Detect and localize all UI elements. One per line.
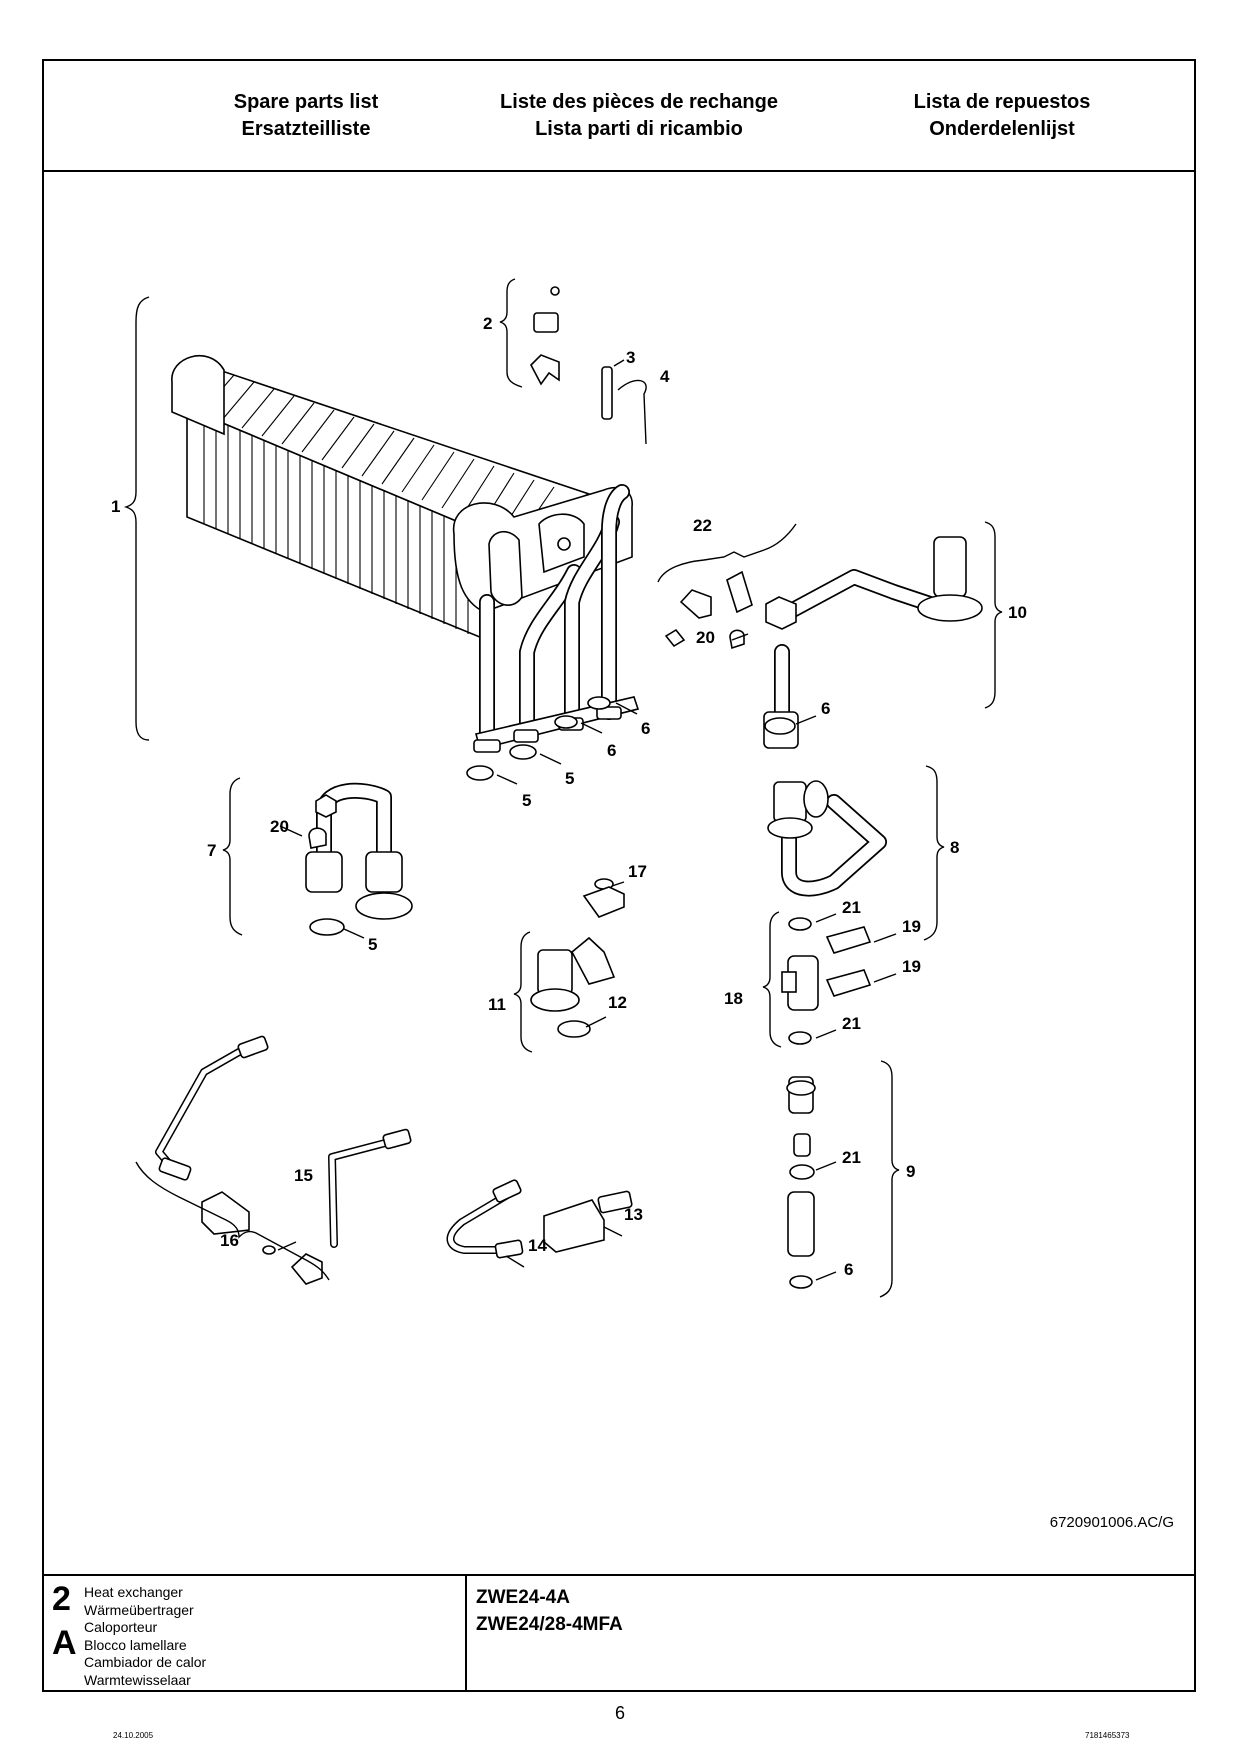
callout-20-b: 20	[270, 817, 289, 836]
callout-21-b: 21	[842, 1014, 861, 1033]
part-18-coupling	[781, 917, 872, 1045]
section-number: 2	[52, 1580, 71, 1618]
part-4-spring-clip	[617, 379, 647, 445]
callout-11: 11	[488, 995, 506, 1014]
part-10-pipe	[763, 536, 983, 749]
title-spare-parts-list: Spare parts list	[233, 91, 379, 113]
section-cell: 2 A Heat exchanger Wärmeübertrager Calop…	[44, 1576, 467, 1690]
callout-7: 7	[207, 841, 216, 860]
callout-14: 14	[528, 1236, 547, 1255]
name-es: Cambiador de calor	[84, 1654, 207, 1670]
callout-5-a: 5	[565, 769, 574, 788]
header-col-fr-it: Liste des pièces de rechange Lista parti…	[459, 89, 819, 143]
callout-6-a: 6	[821, 699, 830, 718]
leader-lines	[277, 359, 897, 1281]
part-3-temperature-sensor	[601, 366, 613, 420]
part-names: Heat exchanger Wärmeübertrager Caloporte…	[84, 1584, 206, 1689]
header-col-en-de: Spare parts list Ersatzteilliste	[126, 89, 486, 143]
callout-9: 9	[906, 1162, 915, 1181]
page-number: 6	[614, 1703, 625, 1723]
model-2: ZWE24/28-4MFA	[476, 1614, 623, 1635]
callout-12: 12	[608, 993, 627, 1012]
callout-13: 13	[624, 1205, 643, 1224]
parts-illustration: 1 2 3 4 22 10 20 6 6 6 5 5 20 7 8 5 17 2…	[111, 278, 1027, 1298]
exploded-view-drawing: 1 2 3 4 22 10 20 6 6 6 5 5 20 7 8 5 17 2…	[44, 172, 1194, 1567]
part-2-sensor-assembly	[530, 286, 560, 386]
callout-19-a: 19	[902, 917, 921, 936]
part-9-fittings-stack	[786, 1076, 816, 1289]
part-22-fitting	[664, 570, 753, 648]
title-liste-pieces: Liste des pièces de rechange	[500, 91, 778, 113]
section-letter: A	[52, 1624, 77, 1662]
drawing-reference: 6720901006.AC/G	[1049, 1514, 1174, 1531]
part-16-gas-pipe	[155, 1035, 412, 1285]
callout-5-c: 5	[368, 935, 377, 954]
part-7-u-pipe	[305, 782, 413, 936]
part-20-plug	[729, 629, 745, 650]
print-date: 24.10.2005	[113, 1731, 154, 1740]
seal-rings	[466, 696, 796, 781]
callout-6-c: 6	[607, 741, 616, 760]
header: Spare parts list Ersatzteilliste Liste d…	[44, 61, 1194, 172]
grouping-braces	[123, 278, 1003, 1298]
callout-4: 4	[660, 367, 670, 386]
title-onderdelenlijst: Onderdelenlijst	[929, 118, 1075, 140]
heat-exchanger-illustration	[171, 354, 633, 644]
callout-22: 22	[693, 516, 712, 535]
part-8-pipe-loop	[767, 780, 887, 897]
page-frame: Spare parts list Ersatzteilliste Liste d…	[42, 59, 1196, 1692]
header-col-es-nl: Lista de repuestos Onderdelenlijst	[822, 89, 1182, 143]
part-11-valve-fitting	[530, 878, 625, 1038]
callout-6-d: 6	[844, 1260, 853, 1279]
title-lista-repuestos: Lista de repuestos	[913, 91, 1091, 113]
callout-16: 16	[220, 1231, 239, 1250]
callout-3: 3	[626, 348, 635, 367]
callout-19-b: 19	[902, 957, 921, 976]
callout-21-c: 21	[842, 1148, 861, 1167]
name-fr: Caloporteur	[84, 1619, 158, 1635]
callout-17: 17	[628, 862, 647, 881]
callout-18: 18	[724, 989, 743, 1008]
callout-20-a: 20	[696, 628, 715, 647]
callout-8: 8	[950, 838, 959, 857]
model-1: ZWE24-4A	[476, 1587, 570, 1608]
title-lista-parti: Lista parti di ricambio	[535, 118, 743, 140]
callout-2: 2	[483, 314, 492, 333]
name-it: Blocco lamellare	[84, 1636, 187, 1653]
name-de: Wärmeübertrager	[84, 1601, 194, 1618]
title-ersatzteilliste: Ersatzteilliste	[241, 118, 371, 140]
callout-5-b: 5	[522, 791, 531, 810]
callout-1: 1	[111, 497, 120, 516]
footer-table: 2 A Heat exchanger Wärmeübertrager Calop…	[44, 1574, 1194, 1690]
model-list: ZWE24-4A ZWE24/28-4MFA	[476, 1584, 623, 1638]
name-nl: Warmtewisselaar	[84, 1671, 191, 1688]
callout-21-a: 21	[842, 898, 861, 917]
document-code: 7181465373	[1085, 1731, 1130, 1740]
callout-15: 15	[294, 1166, 313, 1185]
callout-10: 10	[1008, 603, 1027, 622]
part-13-14-valve-pipe	[446, 1179, 633, 1259]
name-en: Heat exchanger	[84, 1584, 183, 1600]
callout-labels: 1 2 3 4 22 10 20 6 6 6 5 5 20 7 8 5 17 2…	[111, 314, 1027, 1279]
callout-6-b: 6	[641, 719, 650, 738]
